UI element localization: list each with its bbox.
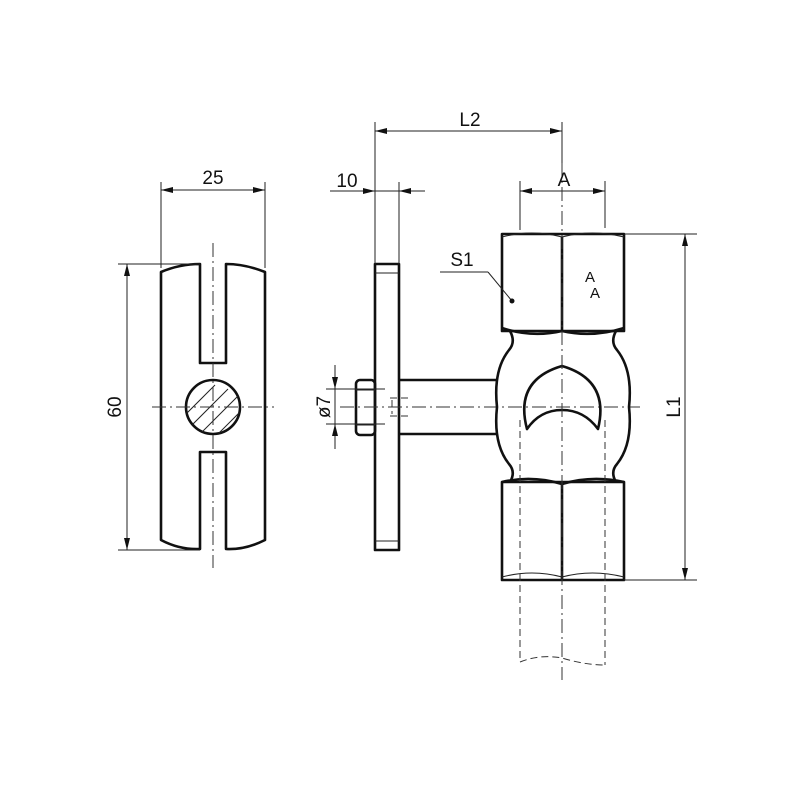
ball-left: [494, 330, 515, 483]
dim-rod-diameter-label: ø7: [314, 396, 335, 418]
ball-right: [611, 330, 632, 483]
dim-offset-label: L2: [459, 110, 480, 131]
dim-length-label: L1: [664, 396, 685, 417]
marking-bottom: A: [590, 285, 600, 302]
marking-top: A: [585, 269, 595, 286]
side-view: 10 ø7 L2: [314, 110, 640, 552]
dim-nut-width-label: A: [558, 170, 571, 191]
hex-body-view: A L1 S1 A A: [440, 163, 697, 680]
front-view: 25 60: [105, 168, 274, 568]
dim-width-label: 25: [202, 168, 223, 189]
top-hex: [500, 232, 626, 333]
crescent-slot: [522, 364, 602, 431]
dim-height-label: 60: [105, 396, 126, 417]
rod: [399, 378, 497, 436]
surface-label: S1: [450, 250, 473, 271]
dim-plate-thickness-label: 10: [336, 171, 357, 192]
